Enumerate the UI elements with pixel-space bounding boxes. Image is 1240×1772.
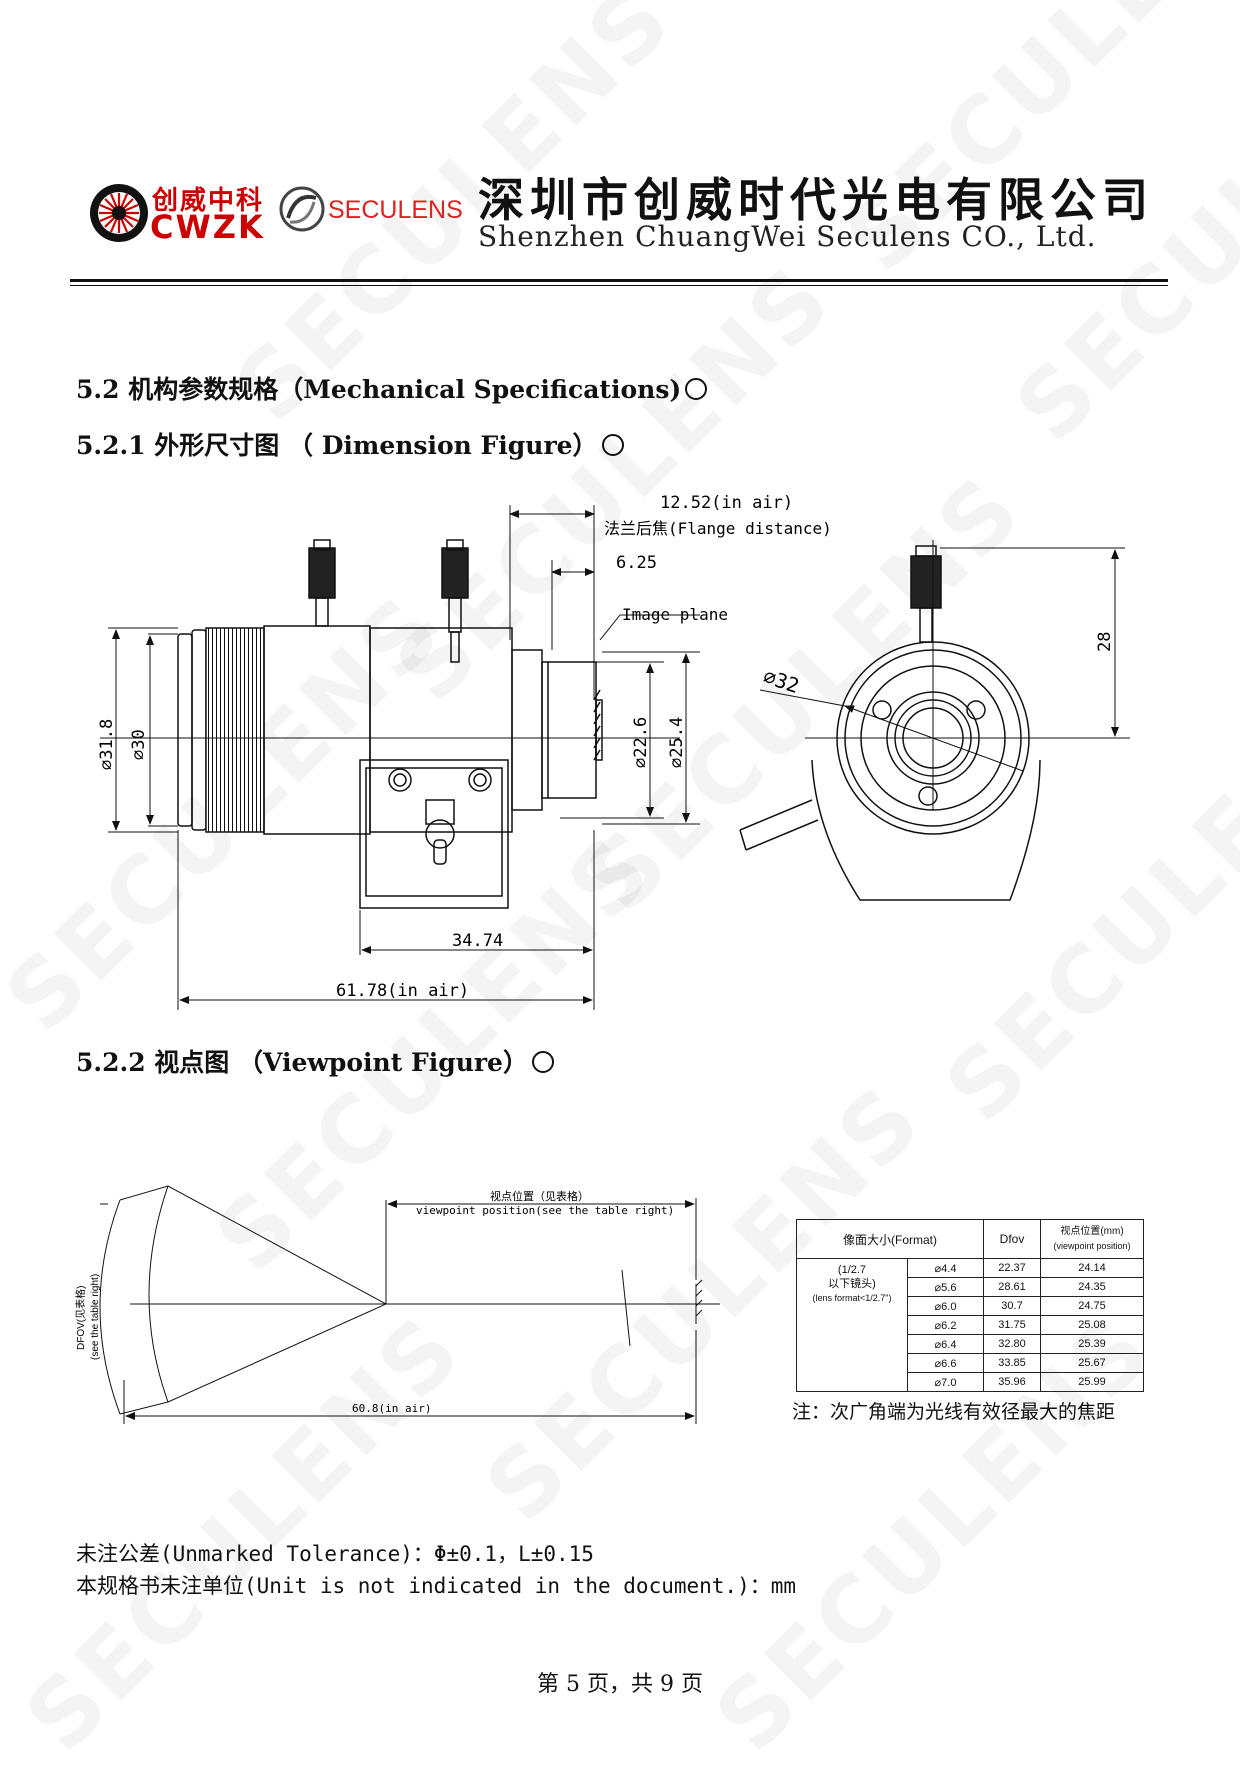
cell-viewpoint: 25.67 [1040,1353,1144,1373]
cell-size: ⌀7.0 [907,1372,984,1392]
header-dfov: Dfov [983,1219,1041,1259]
table-row: ⌀6.0 30.7 24.75 [797,1296,1144,1316]
circle-mark-icon [685,378,708,400]
section-5-2-title: 5.2 机构参数规格（Mechanical Specifications) [76,375,682,404]
company-name-en: Shenzhen ChuangWei Seculens CO., Ltd. [478,220,1097,253]
cell-dfov: 30.7 [983,1296,1041,1316]
cell-dfov: 22.37 [983,1258,1041,1278]
format-label-line1: (1/2.7 [837,1264,867,1276]
header-viewpoint-cn: 视点位置(mm) [1060,1226,1124,1237]
header-format: 像面大小(Format) [796,1219,984,1259]
table-row: ⌀5.6 28.61 24.35 [797,1277,1144,1297]
viewpoint-table-container: 像面大小(Format) Dfov 视点位置(mm) (viewpoint po… [796,1219,1144,1392]
cwzk-logo-icon [90,184,148,242]
dim-34-74: 34.74 [452,931,503,951]
header-viewpoint-en: (viewpoint position) [1053,1241,1131,1251]
table-row: (1/2.7 以下镜头) (lens format<1/2.7") ⌀4.4 2… [796,1258,1144,1392]
cell-viewpoint: 25.08 [1040,1315,1144,1335]
cell-size: ⌀6.6 [907,1353,984,1373]
circle-mark-icon [531,1051,554,1073]
table-row: ⌀6.2 31.75 25.08 [797,1315,1144,1335]
section-5-2-2-title: 5.2.2 视点图 （Viewpoint Figure） [76,1048,528,1077]
format-label: (1/2.7 以下镜头) (lens format<1/2.7") [796,1258,908,1392]
cell-size: ⌀6.0 [907,1296,984,1316]
image-plane-label: Image plane [622,605,728,624]
dim-d30: ⌀30 [129,729,149,760]
tolerance-note: 未注公差(Unmarked Tolerance)：Φ±0.1，L±0.15 [76,1542,594,1566]
viewpoint-table-note: 注：次广角端为光线有效径最大的焦距 [792,1401,1116,1423]
dim-d22-6: ⌀22.6 [631,717,651,768]
company-name-cn: 深圳市创威时代光电有限公司 [478,173,1154,227]
section-5-2-1-title: 5.2.1 外形尺寸图 （ Dimension Figure） [76,431,598,460]
cell-dfov: 28.61 [983,1277,1041,1297]
cell-size: ⌀6.4 [907,1334,984,1354]
dim-d25-4: ⌀25.4 [667,717,687,768]
dfov-label-en: (see the table right) [90,1274,101,1360]
cwzk-logo-cn: 创威中科 [152,186,265,216]
seculens-swirl-icon [279,186,325,232]
viewpoint-length: 60.8(in air) [352,1402,431,1415]
cell-viewpoint: 24.35 [1040,1277,1144,1297]
table-row: ⌀6.6 33.85 25.67 [797,1353,1144,1373]
page-number: 第 5 页，共 9 页 [537,1672,703,1697]
cell-viewpoint: 24.14 [1040,1258,1144,1278]
dim-61-78: 61.78(in air) [336,981,469,1001]
dim-d31-8: ⌀31.8 [97,719,117,770]
table-header-row: 像面大小(Format) Dfov 视点位置(mm) (viewpoint po… [796,1219,1144,1259]
lens-side-view [177,539,603,909]
format-label-line3: (lens format<1/2.7") [812,1293,892,1303]
table-row: ⌀7.0 35.96 25.99 [797,1372,1144,1392]
flange-label: 法兰后焦(Flange distance) [604,519,832,538]
cwzk-logo-en: CWZK [150,208,265,246]
cell-viewpoint: 25.99 [1040,1372,1144,1392]
cell-viewpoint: 24.75 [1040,1296,1144,1316]
seculens-logo-text: SECULENS [328,196,463,224]
circle-mark-icon [601,434,624,456]
viewpoint-table: 像面大小(Format) Dfov 视点位置(mm) (viewpoint po… [796,1219,1144,1392]
header-viewpoint: 视点位置(mm) (viewpoint position) [1040,1219,1144,1259]
section-5-2-heading: 5.2 机构参数规格（Mechanical Specifications) [76,370,708,406]
cwzk-logo [88,182,150,248]
header-rule-thick [70,279,1168,282]
cell-size: ⌀6.2 [907,1315,984,1335]
cell-viewpoint: 25.39 [1040,1334,1144,1354]
dfov-label-cn: DFOV(见表格) [74,1286,87,1350]
flange-value: 12.52(in air) [660,493,793,513]
format-label-line2: 以下镜头) [828,1278,876,1290]
cell-dfov: 35.96 [983,1372,1041,1392]
cell-size: ⌀4.4 [907,1258,984,1278]
section-5-2-1-heading: 5.2.1 外形尺寸图 （ Dimension Figure） [76,426,624,462]
dim-6-25: 6.25 [616,553,657,573]
dim-28: 28 [1095,632,1115,652]
cell-dfov: 33.85 [983,1353,1041,1373]
cell-dfov: 31.75 [983,1315,1041,1335]
seculens-logo [278,184,326,238]
viewpoint-pos-en: viewpoint position(see the table right) [416,1204,674,1217]
cell-size: ⌀5.6 [907,1277,984,1297]
section-5-2-2-heading: 5.2.2 视点图 （Viewpoint Figure） [76,1043,554,1079]
viewpoint-pos-cn: 视点位置（见表格） [490,1189,589,1203]
cell-dfov: 32.80 [983,1334,1041,1354]
unit-note: 本规格书未注单位(Unit is not indicated in the do… [76,1574,797,1598]
header-rule-thin [70,285,1168,286]
